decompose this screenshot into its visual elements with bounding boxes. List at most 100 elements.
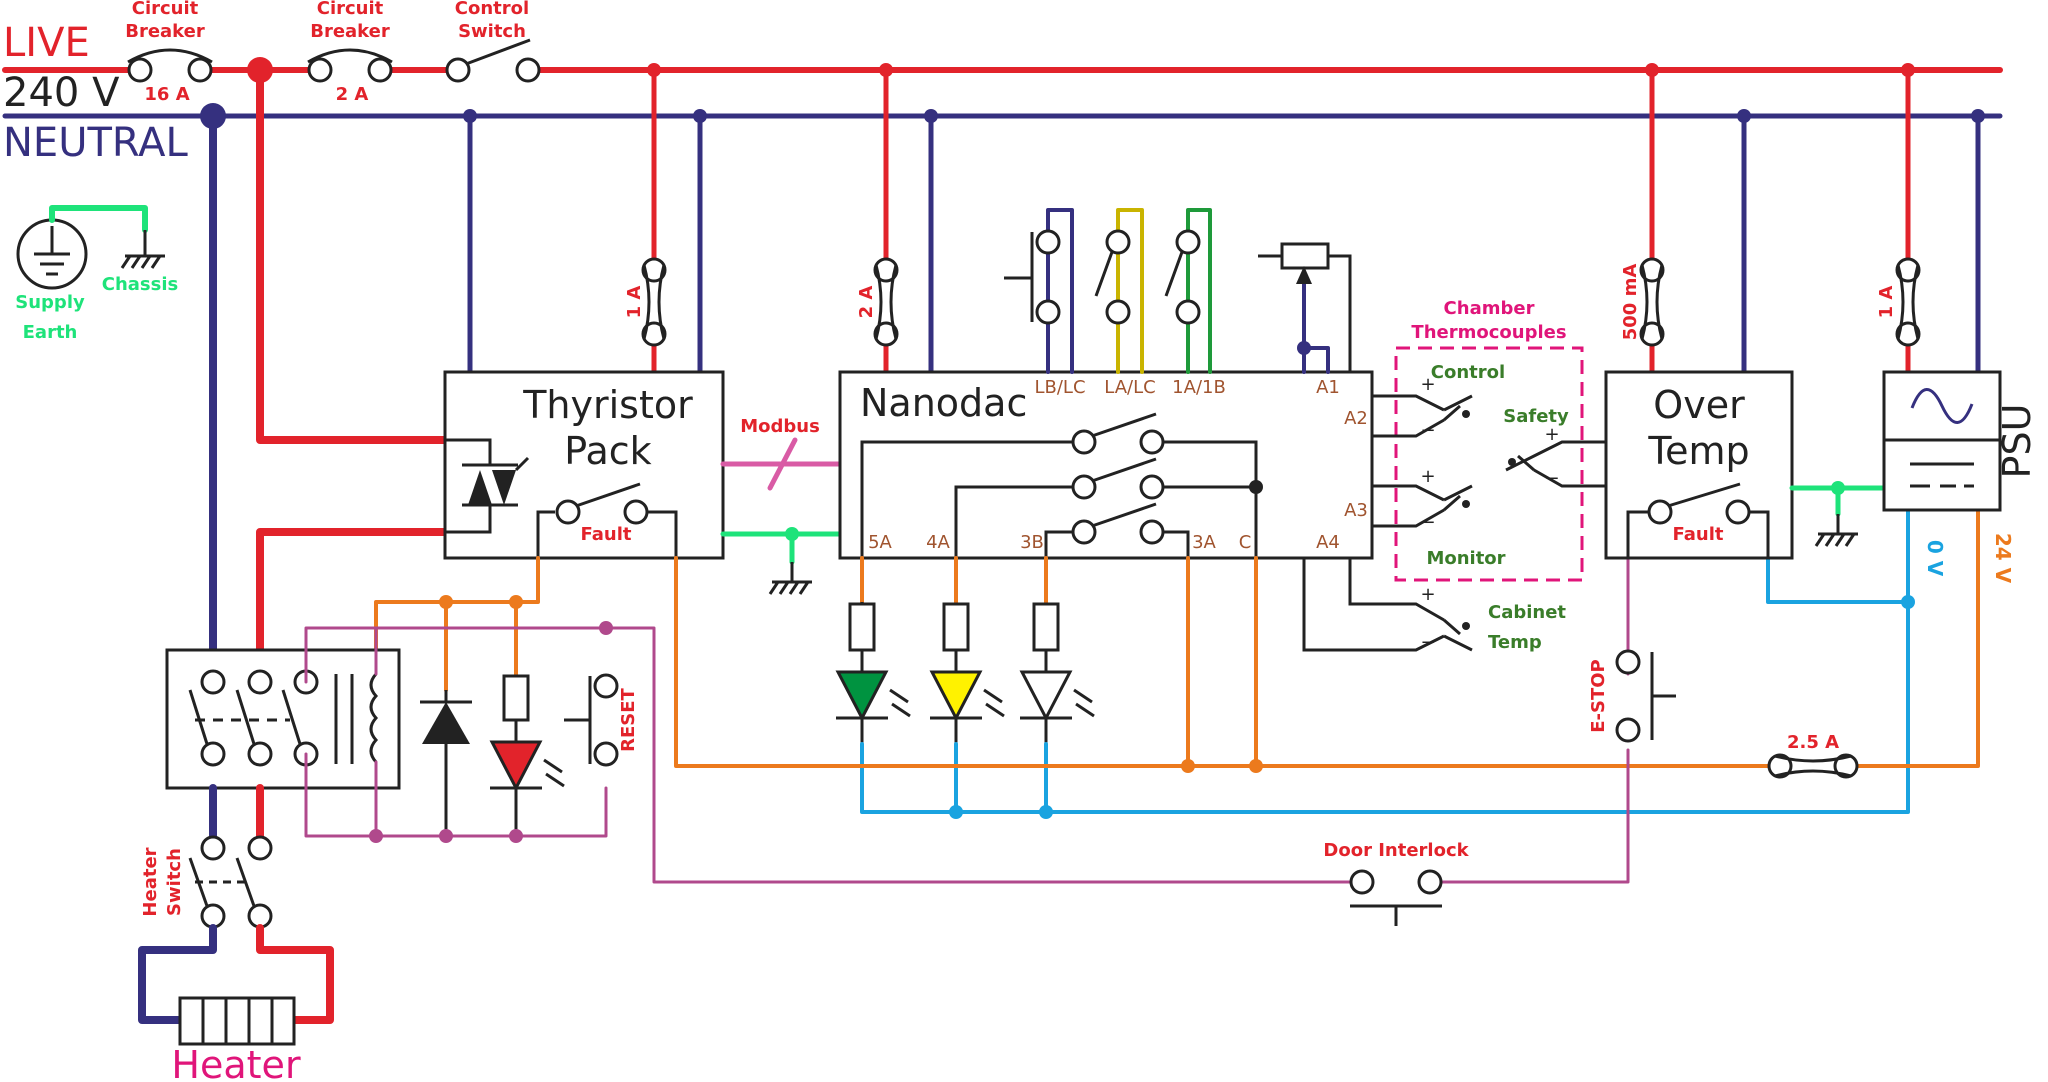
control-plus: + — [1420, 374, 1435, 395]
control-switch-label-2: Switch — [458, 21, 526, 42]
supply-earth-icon — [16, 218, 88, 290]
estop-label: E-STOP — [1588, 659, 1609, 733]
freewheel-diode-icon — [420, 690, 472, 836]
heater-label: Heater — [171, 1043, 301, 1082]
terminal-a4: A4 — [1316, 532, 1340, 553]
main-breaker-rating: 16 A — [144, 84, 189, 105]
estop-button-icon[interactable] — [1615, 649, 1676, 743]
live-return-contactor — [256, 528, 449, 654]
overtemp-fault-contact — [1626, 482, 1770, 558]
led-white-lamp — [1019, 556, 1095, 744]
main-circuit-breaker — [127, 48, 213, 83]
second-circuit-breaker — [307, 48, 393, 83]
voltage-label: 240 V — [3, 70, 120, 116]
dc-fuse-rating: 2.5 A — [1787, 732, 1839, 753]
control-thermo-label: Control — [1431, 362, 1505, 383]
cabinet-thermo-label-2: Temp — [1488, 632, 1542, 653]
psu-0v-label: 0 V — [1923, 540, 1947, 577]
neutral-junction — [200, 103, 226, 129]
control-thermocouple — [1372, 394, 1473, 438]
terminal-1a-1b: 1A/1B — [1172, 377, 1226, 398]
heater-neutral-wire — [138, 924, 217, 1024]
supply-earth-label-2: Earth — [23, 322, 78, 343]
cabinet-thermocouple — [1302, 558, 1473, 652]
nanodac-fuse-icon — [873, 257, 899, 347]
safety-plus: + — [1544, 424, 1559, 445]
terminal-a3: A3 — [1344, 500, 1368, 521]
terminal-4a: 4A — [926, 532, 950, 553]
nanodac-fuse-rating: 2 A — [856, 286, 877, 319]
nanodac-potentiometer — [1258, 242, 1352, 374]
control-switch-label-1: Control — [455, 0, 529, 19]
modbus-label: Modbus — [740, 416, 820, 437]
live-label: LIVE — [3, 20, 90, 66]
psu-24v-label: 24 V — [1991, 533, 2015, 584]
monitor-thermo-label: Monitor — [1426, 548, 1505, 569]
terminal-a1: A1 — [1316, 377, 1340, 398]
chassis-icon — [120, 230, 165, 269]
nanodac-relays — [860, 412, 1263, 558]
overtemp-fault-label: Fault — [1673, 524, 1724, 545]
interlock-loop — [604, 556, 1630, 884]
safety-minus: − — [1544, 468, 1559, 489]
chamber-thermocouples-box — [1394, 346, 1584, 582]
thyristor-fault-contact — [536, 482, 678, 558]
thyristor-title-2: Pack — [564, 429, 651, 473]
terminal-3a: 3A — [1192, 532, 1216, 553]
neutral-label: NEUTRAL — [3, 120, 188, 166]
terminal-lb-lc: LB/LC — [1034, 377, 1085, 398]
terminal-3b: 3B — [1020, 532, 1044, 553]
second-breaker-label-2: Breaker — [310, 21, 390, 42]
overtemp-title-1: Over — [1653, 383, 1745, 427]
twenty-four-volt-rail — [674, 508, 1980, 768]
overtemp-fuse-rating: 500 mA — [1620, 264, 1641, 341]
door-interlock-switch[interactable] — [1349, 869, 1443, 926]
overtemp-box — [1604, 370, 1794, 560]
nanodac-input-1a-1b — [1164, 208, 1212, 374]
led-yellow-lamp — [929, 556, 1005, 744]
psu-dc-icon — [1910, 462, 1974, 488]
earth-link-thyristor-nanodac — [720, 531, 843, 565]
zero-volt-rail — [860, 556, 1910, 814]
heater-live-wire — [256, 924, 334, 1024]
terminal-5a: 5A — [868, 532, 892, 553]
psu-fuse-rating: 1 A — [1876, 286, 1897, 319]
psu-label: PSU — [1995, 404, 2039, 479]
thyristor-fault-label: Fault — [581, 524, 632, 545]
reset-button-icon[interactable] — [564, 673, 619, 767]
supply-earth-label-1: Supply — [15, 292, 85, 313]
cabinet-thermo-label-1: Cabinet — [1488, 602, 1566, 623]
terminal-la-lc: LA/LC — [1104, 377, 1155, 398]
heater-switch-label-2: Switch — [164, 848, 185, 916]
chassis-earth-icon-1 — [768, 562, 812, 595]
psu-ac-icon — [1910, 388, 1974, 424]
contactor-contacts — [188, 669, 379, 767]
nanodac-box — [838, 370, 1374, 560]
second-breaker-rating: 2 A — [336, 84, 369, 105]
reset-label: RESET — [618, 687, 639, 751]
live-junction — [247, 57, 273, 83]
nanodac-input-lb-lc — [1004, 208, 1074, 374]
heater-switch-label-1: Heater — [140, 847, 161, 916]
heater-switch[interactable] — [188, 784, 273, 929]
thyristor-title-1: Thyristor — [522, 383, 693, 427]
overtemp-title-2: Temp — [1647, 429, 1749, 473]
nanodac-input-la-lc — [1094, 208, 1144, 374]
thermocouples-title-2: Thermocouples — [1411, 322, 1566, 343]
main-breaker-label-1: Circuit — [132, 0, 199, 19]
monitor-thermocouple — [1372, 484, 1473, 528]
chassis-label: Chassis — [102, 274, 178, 295]
cabinet-plus: + — [1420, 584, 1435, 605]
live-feed-thyristor — [256, 66, 449, 444]
cabinet-minus: − — [1420, 632, 1435, 653]
control-minus: − — [1420, 420, 1435, 441]
terminal-a2: A2 — [1344, 408, 1368, 429]
control-switch — [445, 38, 541, 83]
thyristor-fuse-icon — [641, 257, 667, 347]
monitor-plus: + — [1420, 466, 1435, 487]
thyristor-triac-icon — [445, 438, 530, 534]
led-green-lamp — [835, 556, 911, 744]
overtemp-fuse-icon — [1639, 257, 1665, 347]
monitor-minus: − — [1420, 512, 1435, 533]
